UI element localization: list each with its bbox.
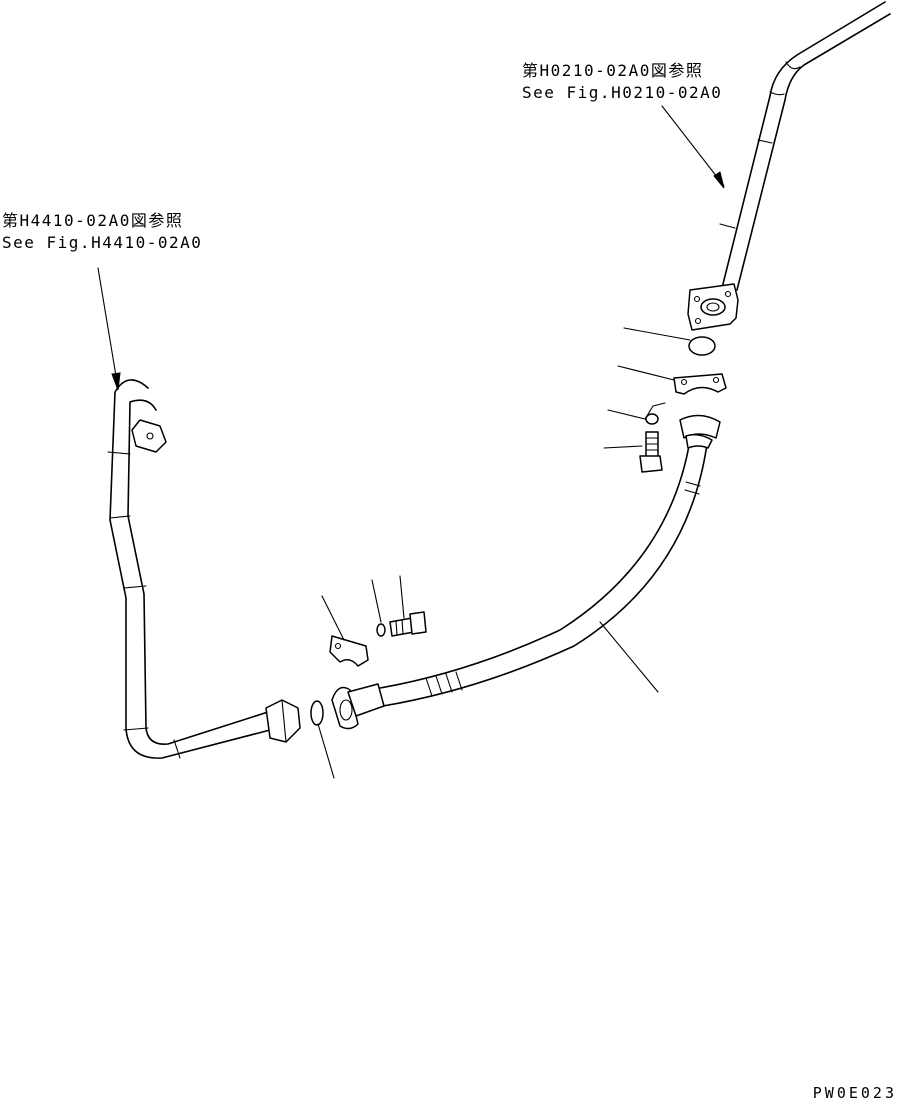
reference-note-upper-right: 第H0210-02A0図参照 See Fig.H0210-02A0 — [522, 60, 722, 104]
split-flange-lower — [329, 635, 369, 667]
bolt-upper — [639, 431, 663, 473]
hose — [379, 439, 708, 707]
reference-arrow-upper-left — [97, 267, 121, 391]
reference-arrow-upper-right — [661, 105, 725, 189]
split-flange-upper — [673, 373, 727, 395]
hose-fitting-lower — [331, 683, 385, 730]
reference-note-upper-left: 第H4410-02A0図参照 See Fig.H4410-02A0 — [2, 210, 202, 254]
reference-note-upper-right-en: See Fig.H0210-02A0 — [522, 83, 723, 102]
bolt-lower — [389, 611, 427, 637]
leader-lines-lower — [317, 575, 659, 779]
reference-note-upper-right-jp: 第H0210-02A0図参照 — [522, 61, 704, 80]
left-flange — [131, 419, 167, 453]
leader-lines-upper — [603, 327, 691, 449]
o-ring-upper — [688, 336, 716, 356]
reference-note-upper-left-jp: 第H4410-02A0図参照 — [2, 211, 184, 230]
left-tube — [107, 379, 271, 759]
washer-lower — [376, 623, 386, 637]
upper-right-tube — [719, 1, 891, 291]
washer-upper — [645, 413, 659, 425]
reference-note-upper-left-en: See Fig.H4410-02A0 — [2, 233, 203, 252]
left-tube-fitting — [265, 699, 301, 743]
drawing-code: PW0E023 — [812, 1084, 897, 1102]
upper-flange — [687, 283, 739, 331]
hose-fitting-upper — [679, 414, 721, 449]
o-ring-lower — [310, 700, 324, 726]
